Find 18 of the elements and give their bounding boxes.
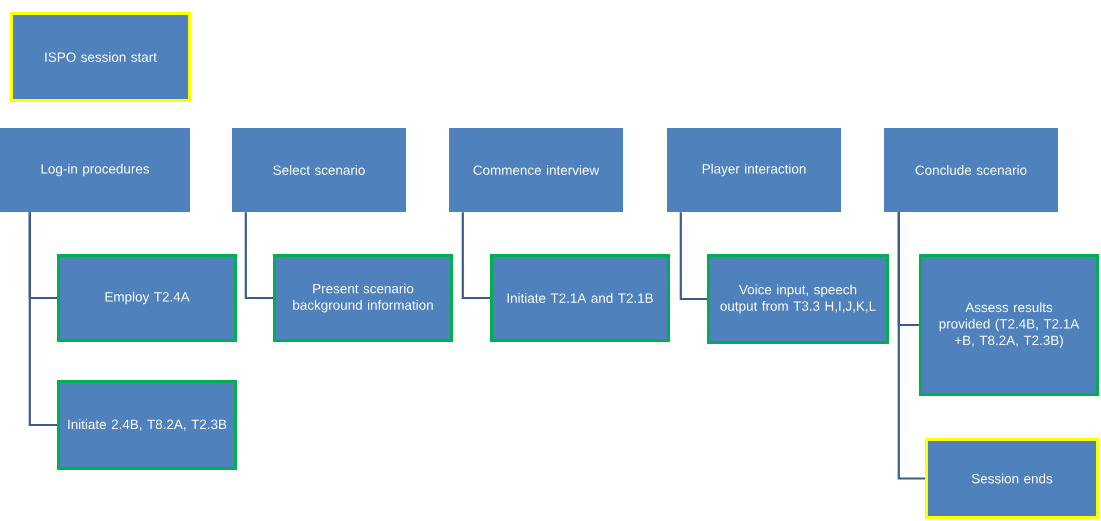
process-box: Conclude scenario [884,128,1058,212]
connector-line [679,212,707,301]
connector-line [897,212,925,480]
connector-line [28,212,57,427]
connector-line [461,212,490,300]
process-box: Player interaction [667,128,841,212]
task-box: Initiate 2.4B, T8.2A, T2.3B [57,380,237,470]
terminal-box: ISPO session start [10,12,191,102]
task-box: Present scenario background information [273,254,453,342]
task-box: Employ T2.4A [57,254,237,342]
process-box: Select scenario [232,128,406,212]
task-box: Assess results provided (T2.4B, T2.1A +B, T8.2A, T2.3B) [919,254,1099,396]
process-box: Commence interview [449,128,623,212]
task-box: Initiate T2.1A and T2.1B [490,254,670,342]
task-box: Voice input, speech output from T3.3 H,I,J,K,L [707,254,889,344]
connector-line [244,212,273,300]
process-box: Log-in procedures [0,128,190,212]
terminal-box: Session ends [925,438,1099,519]
